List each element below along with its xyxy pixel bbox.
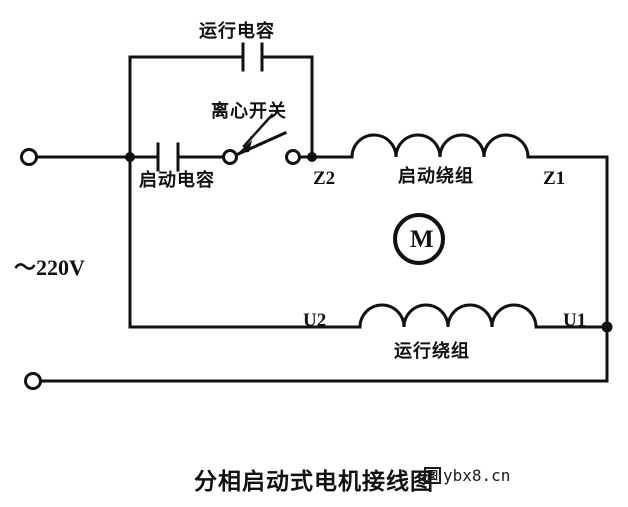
motor-letter-label: M: [410, 226, 434, 253]
switch-contact-left-icon: [222, 149, 238, 165]
diagram-title: 分相启动式电机接线图: [194, 469, 434, 495]
junction-dot-z2: [307, 152, 317, 162]
run-winding-label: 运行绕组: [394, 341, 470, 362]
junction-dot-u1: [601, 321, 613, 333]
terminal-label-z1: Z1: [543, 168, 566, 189]
watermark-text: ybx8.cn: [443, 466, 511, 485]
switch-pointer-line: [242, 113, 274, 148]
supply-voltage-label: ～220V: [14, 255, 85, 280]
supply-terminal-top-icon: [20, 148, 38, 166]
watermark-badge-icon: 图: [424, 467, 441, 484]
run-winding-coil: [328, 303, 562, 329]
watermark: 图 ybx8.cn: [424, 466, 510, 485]
run-capacitor-label: 运行电容: [199, 21, 275, 42]
junction-dot-left: [125, 152, 135, 162]
terminal-label-z2: Z2: [313, 168, 336, 189]
centrifugal-switch-label: 离心开关: [211, 101, 287, 122]
start-winding-label: 启动绕组: [398, 166, 474, 187]
switch-contact-right-icon: [285, 149, 301, 165]
terminal-label-u1: U1: [563, 310, 587, 331]
supply-terminal-bottom-icon: [24, 372, 42, 390]
switch-pointer-arrowhead: [238, 140, 252, 153]
start-winding-coil: [328, 133, 564, 159]
terminal-label-u2: U2: [303, 310, 327, 331]
motor-circle-icon: [393, 213, 445, 265]
start-capacitor-label: 启动电容: [139, 170, 215, 191]
